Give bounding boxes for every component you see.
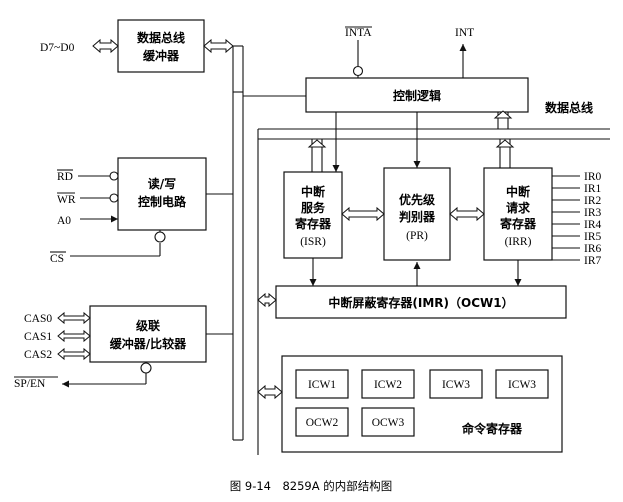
pr-label-3: (PR)	[406, 230, 428, 242]
ir-label: IR2	[584, 195, 602, 207]
ir-label: IR7	[584, 255, 602, 267]
ir-label: IR6	[584, 243, 602, 255]
pr-label-1: 优先级	[399, 192, 435, 207]
data-bus-buffer-block	[117, 19, 205, 73]
ir-label: IR5	[584, 231, 602, 243]
cascade-label-2: 缓冲器/比较器	[110, 336, 187, 351]
command-registers-label: 命令寄存器	[461, 421, 523, 436]
irr-label-3: 寄存器	[500, 216, 537, 231]
wr-label: WR	[57, 194, 76, 206]
isr-label-1: 中断	[301, 184, 325, 199]
cas1-label: CAS1	[24, 331, 52, 343]
ocw-register-box	[295, 407, 349, 437]
d-bus-arrow	[92, 38, 119, 54]
imr-label: 中断屏蔽寄存器(IMR)（OCW1）	[328, 295, 513, 310]
rd-label: RD	[57, 171, 73, 183]
data-bus-buffer-label-2: 缓冲器	[143, 48, 180, 63]
data-bus	[257, 128, 610, 140]
rw-control-label-1: 读/写	[148, 176, 176, 191]
isr-label-3: 寄存器	[295, 216, 332, 231]
isr-label-4: (ISR)	[300, 236, 326, 248]
ocw-register-label: OCW2	[306, 417, 339, 429]
data-bus-buffer-label-1: 数据总线	[137, 30, 185, 45]
icw-register-label: ICW3	[508, 379, 536, 391]
sp-en-label: SP/EN	[14, 378, 46, 390]
icw-register-box	[361, 369, 415, 399]
rw-control-block	[117, 157, 207, 231]
a0-label: A0	[57, 215, 71, 227]
irr-block	[483, 167, 553, 261]
rw-control-label-2: 控制电路	[138, 194, 187, 209]
icw-register-label: ICW3	[442, 379, 470, 391]
ir-label: IR4	[584, 219, 602, 231]
cascade-label-1: 级联	[136, 318, 160, 333]
ocw-register-label: OCW3	[372, 417, 405, 429]
int-label: INT	[455, 27, 474, 39]
control-logic-block	[305, 77, 529, 113]
cascade-block	[89, 305, 207, 363]
imr-block	[275, 285, 567, 319]
data-bus-label: 数据总线	[545, 100, 593, 115]
cas0-label: CAS0	[24, 313, 52, 325]
ir-label: IR0	[584, 171, 602, 183]
ocw-register-box	[361, 407, 415, 437]
icw-register-label: ICW2	[374, 379, 402, 391]
isr-label-2: 服务	[301, 200, 326, 215]
ir-label: IR3	[584, 207, 602, 219]
inta-label: INTA	[345, 27, 372, 39]
icw-register-label: ICW1	[308, 379, 336, 391]
cas2-label: CAS2	[24, 349, 52, 361]
d-bus-label: D7~D0	[40, 42, 75, 54]
icw-register-box	[295, 369, 349, 399]
cs-label: CS	[50, 253, 64, 265]
isr-block	[283, 171, 343, 259]
icw-register-box	[429, 369, 483, 399]
pr-label-2: 判别器	[399, 209, 436, 224]
buffer-bus-arrow	[203, 38, 234, 54]
irr-label-4: (IRR)	[505, 236, 532, 248]
irr-label-1: 中断	[506, 184, 530, 199]
ir-label: IR1	[584, 183, 602, 195]
icw-register-box	[495, 369, 549, 399]
irr-label-2: 请求	[506, 200, 531, 215]
control-logic-label: 控制逻辑	[393, 88, 441, 103]
internal-bus	[232, 91, 244, 441]
figure-caption: 图 9-14 8259A 的内部结构图	[230, 479, 393, 493]
